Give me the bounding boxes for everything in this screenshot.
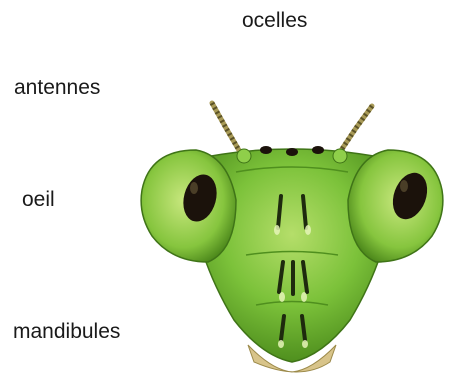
- antenna-left: [212, 103, 240, 152]
- antenna-right: [340, 106, 372, 152]
